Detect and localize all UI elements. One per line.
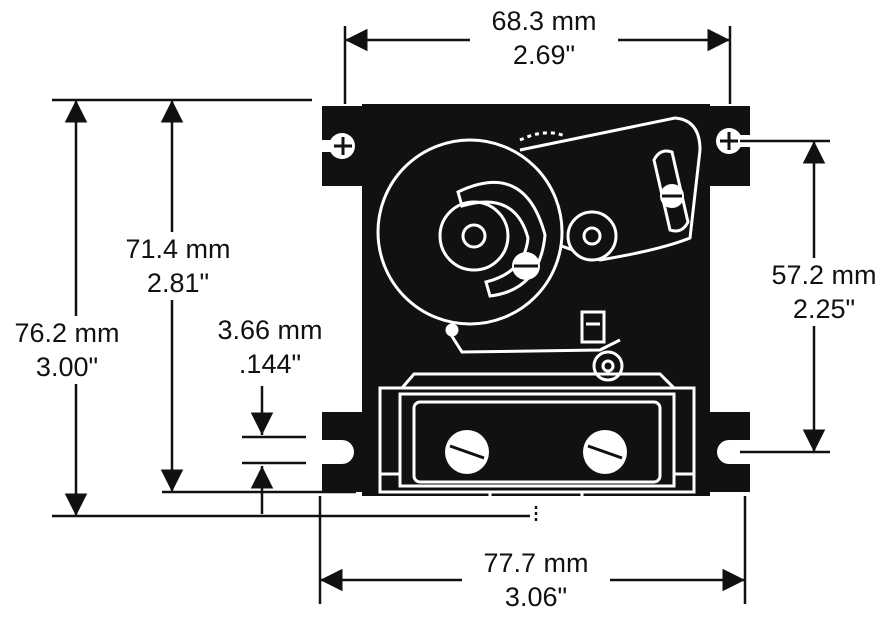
- dim-label-hole-spacing: 57.2 mm 2.25": [750, 258, 893, 326]
- dim-flange-thickness-mm: 3.66 mm: [217, 315, 323, 345]
- dim-body-height-mm: 71.4 mm: [125, 234, 231, 264]
- mounting-ear-bottom-left: [322, 412, 364, 492]
- mounting-screw-icon: [720, 132, 738, 150]
- dim-label-bottom-width: 77.7 mm 3.06": [462, 546, 610, 614]
- dim-hole-spacing-mm: 57.2 mm: [771, 260, 877, 290]
- pivot-hub: [582, 226, 602, 246]
- dimension-lines: [52, 26, 830, 604]
- terminal-screw-icon: [583, 430, 627, 474]
- cam-arc-dash: [519, 131, 566, 142]
- switch-housing: [378, 372, 696, 502]
- lever-slot: [652, 149, 690, 233]
- device-body: [322, 104, 751, 502]
- dim-overall-height-mm: 76.2 mm: [14, 318, 120, 348]
- dim-bottom-width-inch: 3.06": [504, 582, 568, 612]
- dim-body-height-inch: 2.81": [146, 268, 210, 298]
- dim-label-flange-thickness: 3.66 mm .144": [196, 313, 344, 381]
- adjustment-screw-icon: [512, 252, 540, 280]
- cam-mechanism: [376, 116, 702, 326]
- mounting-screw-icon: [334, 137, 352, 155]
- cam-slot: [456, 181, 547, 298]
- mounting-ear-top-right: [708, 106, 751, 186]
- mounting-ear-top-left: [322, 106, 364, 186]
- pivot-wheel: [566, 210, 618, 262]
- dim-label-body-height: 71.4 mm 2.81": [104, 232, 252, 300]
- hub-inner: [461, 223, 487, 249]
- dim-bottom-width-mm: 77.7 mm: [483, 548, 589, 578]
- cam-wheel: [376, 138, 564, 326]
- dim-hole-spacing-inch: 2.25": [792, 294, 856, 324]
- dim-label-top-width: 68.3 mm 2.69": [470, 4, 618, 72]
- lever-arm: [519, 116, 702, 262]
- adjustment-screw-icon: [660, 184, 684, 208]
- dim-label-overall-height: 76.2 mm 3.00": [2, 316, 132, 384]
- dim-flange-thickness-inch: .144": [238, 349, 302, 379]
- dim-top-width-inch: 2.69": [512, 40, 576, 70]
- dim-overall-height-inch: 3.00": [35, 352, 99, 382]
- dim-top-width-mm: 68.3 mm: [491, 6, 597, 36]
- hub-outer: [438, 200, 510, 272]
- terminal-screw-icon: [445, 430, 489, 474]
